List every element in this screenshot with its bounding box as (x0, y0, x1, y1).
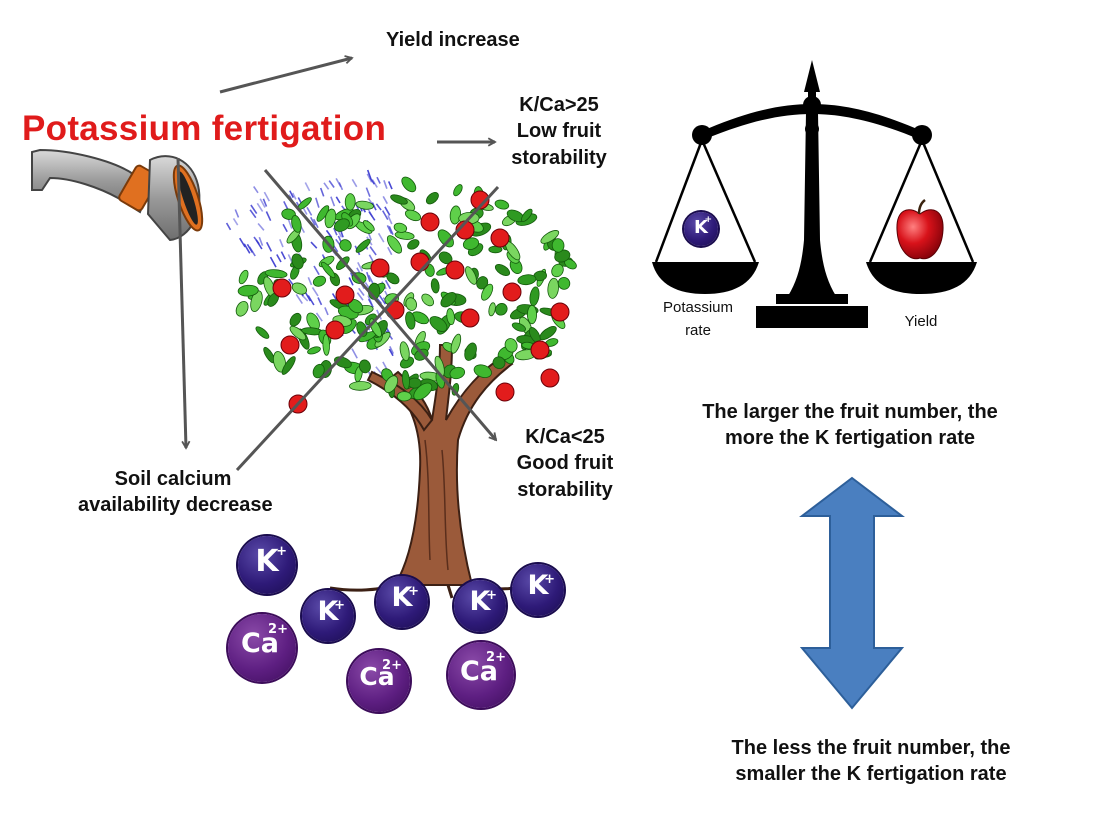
label-soil-line2: availability decrease (78, 494, 273, 517)
arrow-yield (219, 58, 352, 94)
label-yield: Yield (904, 313, 938, 330)
arrow-soil-to-ratio (235, 185, 500, 472)
label-high-ratio-line1: K/Ca>25 (519, 94, 599, 116)
label-soil-line1: Soil calcium (114, 468, 232, 490)
k-ion-on-scale: K + (684, 212, 718, 246)
potassium-ion: K+ (512, 564, 564, 616)
label-potassium-rate-line1: Potassium (662, 299, 734, 316)
apple-icon (896, 199, 944, 260)
potassium-ion: K+ (454, 580, 506, 632)
potassium-ion: K+ (238, 536, 296, 594)
title-potassium-fertigation: Potassium fertigation (22, 109, 387, 148)
statement-larger-fruit-line1: The larger the fruit number, the (702, 401, 998, 423)
effect-arrows (176, 58, 500, 472)
balance-scale-icon (652, 60, 977, 328)
label-yield-increase: Yield increase (386, 29, 520, 51)
label-potassium-rate-line2: rate (685, 322, 711, 340)
statement-less-fruit-line1: The less the fruit number, the (731, 737, 1011, 759)
label-low-ratio: K/Ca<25 Good fruit storability (500, 424, 630, 503)
label-potassium-rate: Potassium rate (648, 296, 748, 343)
statement-larger-fruit: The larger the fruit number, the more th… (660, 399, 1040, 452)
arrow-low-ratio (263, 169, 496, 440)
statement-less-fruit: The less the fruit number, the smaller t… (696, 735, 1046, 788)
potassium-ion: K+ (302, 590, 354, 642)
label-high-ratio-line2: Low fruit (516, 120, 602, 143)
arrow-soil (176, 157, 186, 448)
tree-trunk (329, 344, 536, 599)
label-low-ratio-line2: Good fruit (516, 452, 614, 475)
label-high-ratio-line3: storability (511, 146, 607, 169)
k-ion-on-scale-charge: + (704, 215, 712, 225)
statement-less-fruit-line2: smaller the K fertigation rate (735, 763, 1007, 786)
statement-larger-fruit-line2: more the K fertigation rate (724, 427, 976, 450)
label-low-ratio-line3: storability (517, 478, 613, 501)
double-arrow-icon (799, 476, 905, 710)
label-low-ratio-line1: K/Ca<25 (525, 426, 605, 448)
label-high-ratio: K/Ca>25 Low fruit storability (500, 92, 618, 171)
potassium-ion: K+ (376, 576, 428, 628)
k-ion-on-scale-symbol: K (694, 217, 708, 238)
watering-nozzle-icon (31, 148, 204, 242)
label-soil-calcium: Soil calcium availability decrease (78, 466, 273, 519)
